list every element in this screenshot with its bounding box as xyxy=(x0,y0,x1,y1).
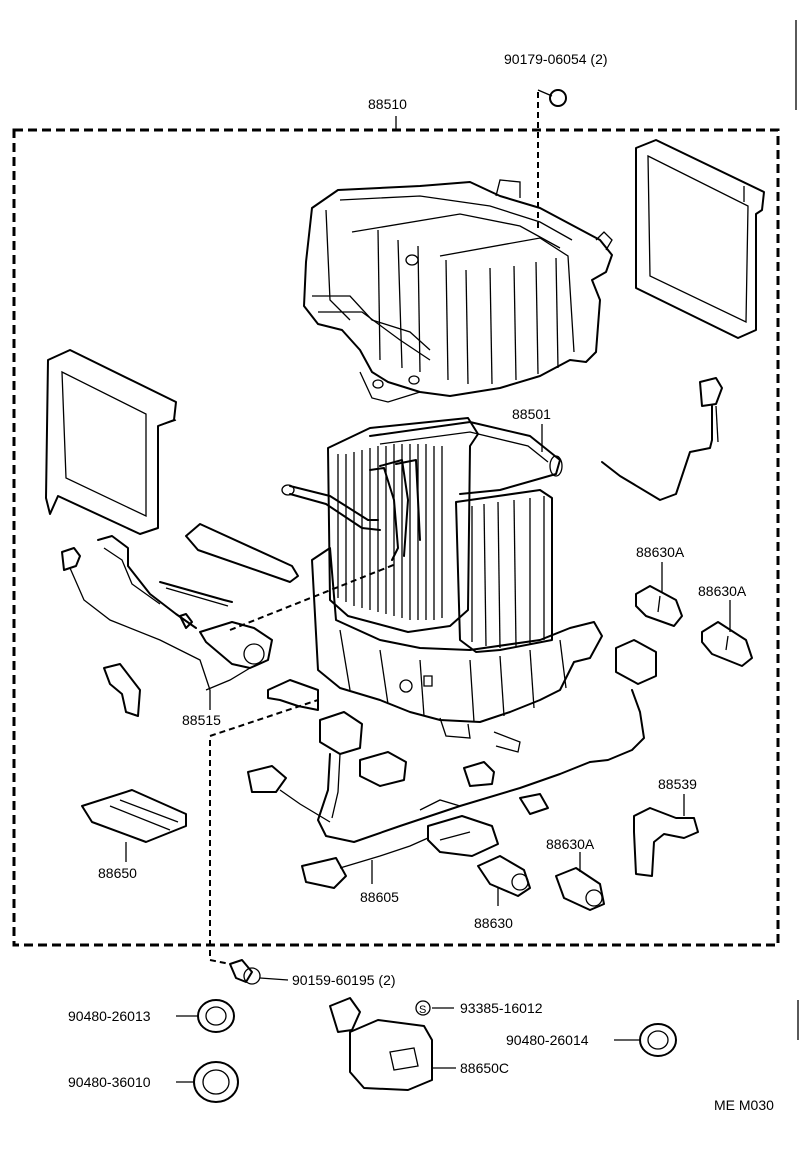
wiring-sensor-right xyxy=(601,377,723,501)
hose-left xyxy=(185,523,299,583)
callout-90480-36010: 90480-36010 xyxy=(68,1074,151,1090)
harness-88515 xyxy=(61,535,273,691)
callout-88605: 88605 xyxy=(360,889,399,905)
relay-88630 xyxy=(477,855,531,897)
small-hose-left xyxy=(103,663,141,717)
callout-88510: 88510 xyxy=(368,96,407,112)
grommet-90480-26014 xyxy=(639,1023,677,1057)
amplifier-88650 xyxy=(81,789,187,843)
s-mark: S xyxy=(419,1004,426,1016)
assembly-boundary xyxy=(12,128,780,947)
callout-88650: 88650 xyxy=(98,865,137,881)
filter-frame-left xyxy=(45,349,177,535)
sensor-88630A-1 xyxy=(635,585,683,627)
sensor-88630A-2 xyxy=(701,621,753,667)
figure-code: ME M030 xyxy=(714,1097,774,1113)
leader-90159-line xyxy=(259,977,289,981)
callout-90159-60195: 90159-60195 (2) xyxy=(292,972,396,988)
grommet-90480-26013 xyxy=(197,999,235,1033)
filter-frame-right xyxy=(635,139,765,339)
upper-case-88510 xyxy=(303,179,613,403)
hose-88539 xyxy=(633,807,699,877)
callout-88630A-1: 88630A xyxy=(636,544,685,560)
callout-93385-16012: 93385-16012 xyxy=(460,1000,543,1016)
callout-88539: 88539 xyxy=(658,776,697,792)
wire-harness-88605 xyxy=(247,711,591,889)
connector-right xyxy=(589,639,657,763)
leader-dash-88515 xyxy=(209,699,319,737)
s-mark-circle xyxy=(415,1000,431,1016)
clip-90179 xyxy=(549,89,567,107)
callout-88650C: 88650C xyxy=(460,1060,509,1076)
callout-90480-26014: 90480-26014 xyxy=(506,1032,589,1048)
callout-90179-06054: 90179-06054 (2) xyxy=(504,51,608,67)
callout-90480-26013: 90480-26013 xyxy=(68,1008,151,1024)
callout-88630: 88630 xyxy=(474,915,513,931)
callout-88630A-2: 88630A xyxy=(698,583,747,599)
relay-88650C xyxy=(329,997,433,1091)
grommet-90480-36010 xyxy=(193,1061,239,1103)
leader-dash-90159 xyxy=(209,740,231,965)
callout-88501: 88501 xyxy=(512,406,551,422)
screw-90159 xyxy=(229,959,261,985)
callout-88515: 88515 xyxy=(182,712,221,728)
evaporator-unit-88501 xyxy=(267,417,603,753)
sensor-88630A-3 xyxy=(555,867,605,911)
callout-88630A-3: 88630A xyxy=(546,836,595,852)
leader-90179-top xyxy=(537,89,553,97)
